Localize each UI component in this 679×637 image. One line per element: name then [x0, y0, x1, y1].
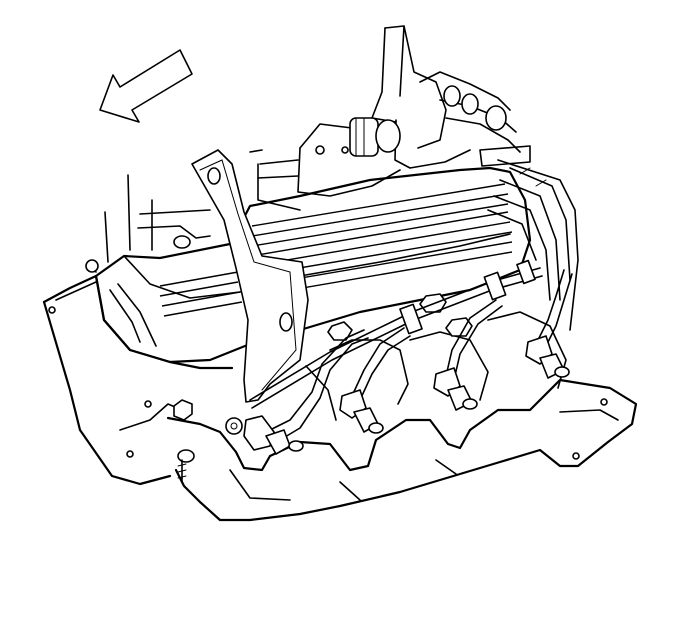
- spark-plug-wire: [339, 327, 411, 434]
- sensor-fitting: [349, 117, 401, 157]
- exhaust-manifold: [166, 311, 638, 522]
- wire-harness-right: [487, 167, 561, 301]
- spark-plug-wire: [433, 299, 503, 411]
- bolt-icon: [225, 417, 243, 435]
- manifold-bolts: [173, 293, 473, 483]
- spark-plug-wire: [243, 329, 369, 455]
- arrow-icon: [99, 49, 193, 123]
- spark-plug-wires: [243, 269, 573, 455]
- cylinder-head-left: [42, 274, 234, 486]
- fuel-line-fittings: [419, 71, 579, 331]
- bolt-icon: [327, 321, 353, 341]
- engine-block-left: [85, 174, 211, 273]
- bolt-icon: [419, 293, 447, 313]
- spark-plug-wire: [525, 269, 573, 379]
- bolt-icon: [445, 317, 473, 337]
- engine-lift-bracket: [191, 149, 309, 403]
- bolt-icon: [173, 399, 195, 483]
- wire-loom: [249, 259, 543, 409]
